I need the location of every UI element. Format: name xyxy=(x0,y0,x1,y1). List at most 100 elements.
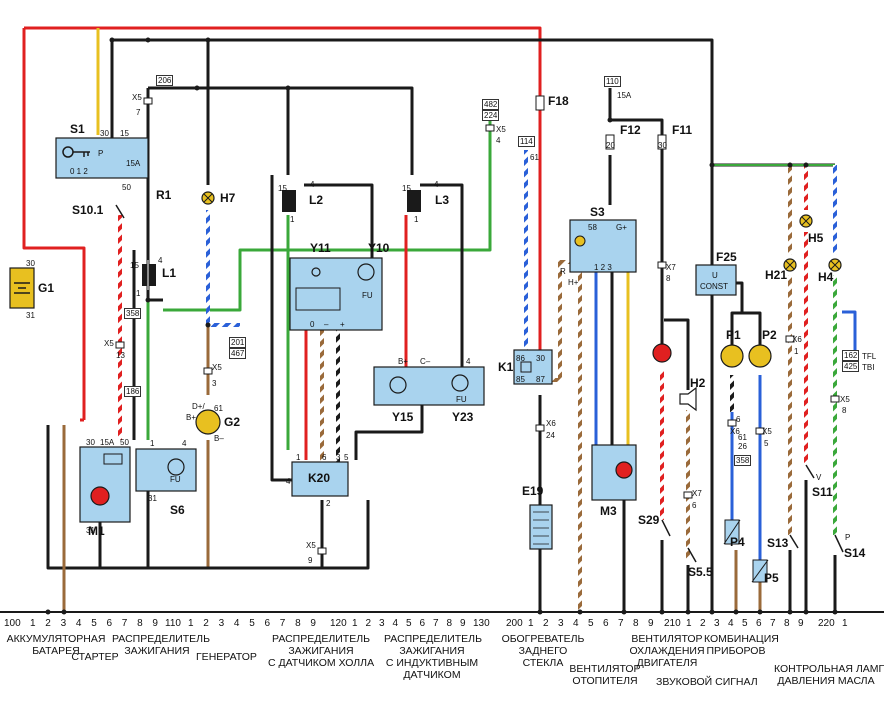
pin-s1-15: 15 xyxy=(120,129,129,138)
pin-x7-6: 6 xyxy=(692,501,697,510)
label-f12: F12 xyxy=(620,123,641,137)
label-h2: H2 xyxy=(690,376,706,390)
tag-467: 467 xyxy=(229,348,247,359)
pin-m1-30: 30 xyxy=(86,438,95,447)
scale-tick: 8 xyxy=(446,618,453,629)
pin-s3-r: R xyxy=(560,267,566,276)
scale-tick: 5 xyxy=(249,618,255,629)
label-p4: P4 xyxy=(730,535,745,549)
label-f18: F18 xyxy=(548,94,569,108)
scale-tick: 5 xyxy=(91,618,97,629)
pin-l1-4: 4 xyxy=(158,256,163,265)
y23-rotor-icon xyxy=(451,374,469,392)
pin-y23-fu: FU xyxy=(456,395,467,404)
conn-x5-d: X5 xyxy=(306,541,316,550)
y10-rotor-icon xyxy=(357,263,375,281)
scale-tick: 6 xyxy=(106,618,113,629)
label-f11: F11 xyxy=(672,123,693,137)
pin-k20-6: 6 xyxy=(322,453,327,462)
pin-y11-minus: – xyxy=(324,320,329,329)
tag-425: 425 xyxy=(842,361,860,372)
scale-tick: 6 xyxy=(756,618,762,629)
caption-instruments: КОМБИНАЦИЯ ПРИБОРОВ xyxy=(704,633,779,657)
wire-black-l2-left xyxy=(270,175,300,482)
wire-black-top xyxy=(112,38,835,167)
label-h4: H4 xyxy=(818,270,834,284)
scale-210: 210 xyxy=(664,618,681,629)
scale-tick: 7 xyxy=(279,618,286,629)
scale-tick: 6 xyxy=(264,618,271,629)
pin-p-61: 61 xyxy=(738,433,747,442)
pin-s3-123: 1 2 3 xyxy=(594,263,612,272)
pin-s3-gplus: G+ xyxy=(616,223,627,232)
cooling-fan-motor-icon xyxy=(652,343,672,363)
pin-s6-fu: FU xyxy=(170,475,181,484)
tag-tbi: TBI xyxy=(862,363,875,372)
l1-coil-body xyxy=(142,264,156,286)
scale-tick: 6 xyxy=(419,618,426,629)
pin-p-5: 5 xyxy=(764,439,769,448)
label-h21: H21 xyxy=(765,268,788,282)
pin-l1-15: 15 xyxy=(130,261,139,270)
pin-k1-87: 87 xyxy=(536,375,545,384)
pin-x5-4: 4 xyxy=(496,136,501,145)
scale-tick: 5 xyxy=(588,618,594,629)
conn-x5-f: X5 xyxy=(762,427,772,436)
scale-tick: 1 xyxy=(188,618,194,629)
pin-y15-cminus: C– xyxy=(420,357,431,366)
wire-green-bus xyxy=(163,100,492,312)
tag-358-a: 358 xyxy=(124,308,142,319)
conn-x5-b: X5 xyxy=(104,339,114,348)
pin-s6-31: 31 xyxy=(148,494,157,503)
pin-x5-7: 7 xyxy=(136,108,141,117)
scale-tick: 8 xyxy=(784,618,790,629)
e19-heater-element xyxy=(529,504,553,550)
caption-hall: РАСПРЕДЕЛИТЕЛЬ ЗАЖИГАНИЯ С ДАТЧИКОМ ХОЛЛ… xyxy=(268,633,375,669)
pin-k1-85: 85 xyxy=(516,375,525,384)
wire-brownwhite-s3 xyxy=(552,260,570,382)
wires xyxy=(0,26,884,613)
conn-x6-a: X6 xyxy=(546,419,556,428)
scale-tick: 7 xyxy=(618,618,624,629)
pin-f25-const: CONST xyxy=(700,282,728,291)
pin-k20-1: 1 xyxy=(296,453,301,462)
tag-482: 482 xyxy=(482,99,500,110)
pin-l2-1: 1 xyxy=(290,215,295,224)
pin-l3-4: 4 xyxy=(434,180,439,189)
conn-x5-c: X5 xyxy=(212,363,222,372)
scale-tick: 6 xyxy=(603,618,609,629)
p1-fuel-gauge-icon xyxy=(720,344,744,368)
k1-coil-icon xyxy=(520,361,532,373)
wire-red-battery xyxy=(22,28,86,420)
tag-206: 206 xyxy=(156,75,174,86)
key-shaft-icon xyxy=(73,151,90,157)
y11-hall-box xyxy=(289,257,383,331)
scale-tick: 9 xyxy=(648,618,654,629)
tag-110: 110 xyxy=(604,76,621,87)
pin-p-26: 26 xyxy=(738,442,747,451)
scale-tick: 3 xyxy=(379,618,385,629)
scale-tick: 4 xyxy=(233,618,240,629)
scale-tick: 7 xyxy=(433,618,439,629)
pin-s1-positions: 0 1 2 xyxy=(70,167,88,176)
scale-100: 100 xyxy=(4,618,21,629)
scale-tick: 3 xyxy=(60,618,67,629)
pin-s6-4: 4 xyxy=(182,439,187,448)
label-s6: S6 xyxy=(170,503,185,517)
label-l1: L1 xyxy=(162,266,177,280)
scale-tick: 2 xyxy=(700,618,706,629)
pin-s6-1: 1 xyxy=(150,439,155,448)
caption-battery: АККУМУЛЯТОРНАЯ БАТАРЕЯ xyxy=(6,633,106,657)
scale-tick: 9 xyxy=(798,618,804,629)
conn-x7-b: X7 xyxy=(692,489,702,498)
pin-g2-bplus: B+ xyxy=(186,413,197,422)
label-y15: Y15 xyxy=(392,410,414,424)
pin-s3-hplus: H+ xyxy=(568,278,579,287)
pin-p-6: 6 xyxy=(736,415,741,424)
scale-tick: 5 xyxy=(406,618,412,629)
pin-f12-20: 20 xyxy=(606,141,615,150)
pin-s1-p: P xyxy=(98,149,104,158)
pin-l1-1: 1 xyxy=(136,289,141,298)
pin-g1-31: 31 xyxy=(26,311,35,320)
label-k20: K20 xyxy=(308,471,331,485)
